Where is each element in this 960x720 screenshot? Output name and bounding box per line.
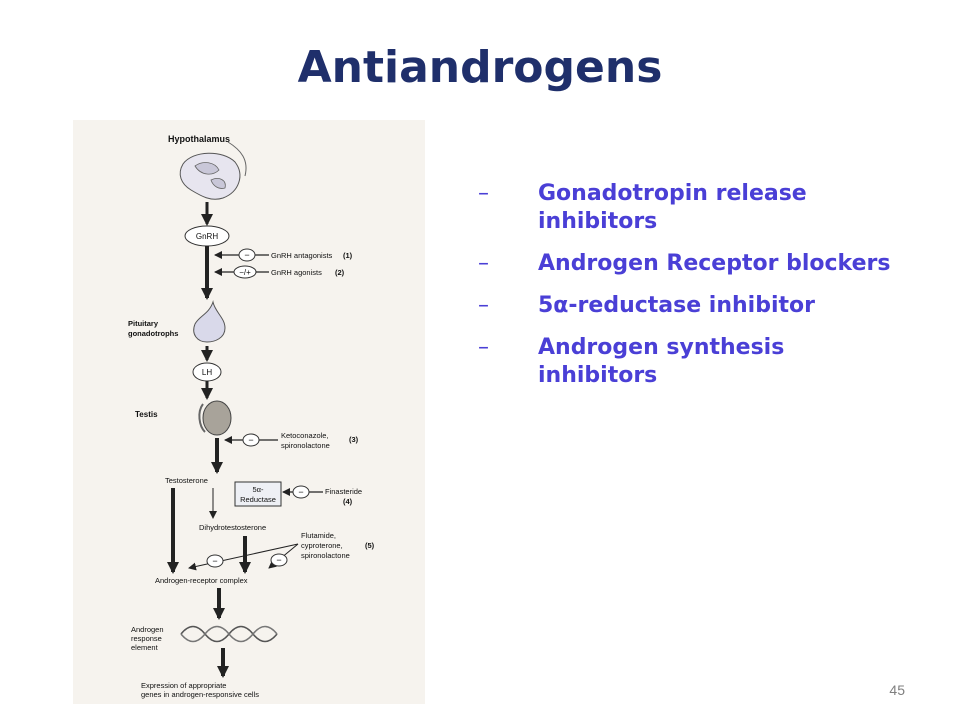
- label-testosterone: Testosterone: [165, 476, 208, 485]
- bullet-item: – 5α-reductase inhibitor: [478, 292, 898, 320]
- label-reductase-1: 5α-: [252, 485, 264, 494]
- pathway-diagram: Hypothalamus GnRH − GnRH antagonists (1)…: [128, 134, 375, 699]
- label-gnrh: GnRH: [196, 232, 218, 241]
- label-hypothalamus: Hypothalamus: [168, 134, 230, 144]
- label-gnrh-agonists-num: (2): [335, 268, 345, 277]
- bullet-text: Androgen synthesis inhibitors: [538, 335, 785, 388]
- minus-symbol: −: [298, 487, 303, 497]
- bullet-dash: –: [478, 251, 489, 276]
- dna-helix: [180, 625, 278, 643]
- minus-plus-symbol: −/+: [239, 268, 251, 277]
- pituitary-drawing: [193, 300, 226, 343]
- label-gnrh-agonists: GnRH agonists: [271, 268, 322, 277]
- slide-title: Antiandrogens: [297, 42, 663, 93]
- testis-drawing: [198, 400, 232, 436]
- label-keto-2: spironolactone: [281, 441, 330, 450]
- label-reductase-2: Reductase: [240, 495, 276, 504]
- bullet-item: – Androgen Receptor blockers: [478, 250, 898, 278]
- label-keto-num: (3): [349, 435, 359, 444]
- bullet-dash: –: [478, 181, 489, 206]
- label-expr-1: Expression of appropriate: [141, 681, 226, 690]
- minus-symbol: −: [276, 555, 281, 565]
- label-are-1: Androgen: [131, 625, 164, 634]
- bullet-item: – Gonadotropin release inhibitors: [478, 180, 898, 236]
- label-finasteride: Finasteride: [325, 487, 362, 496]
- bullet-dash: –: [478, 335, 489, 360]
- hypothalamus-drawing: [179, 141, 247, 200]
- bullet-text: 5α-reductase inhibitor: [538, 293, 815, 318]
- label-are-3: element: [131, 643, 159, 652]
- slide-number: 45: [889, 682, 905, 698]
- label-pituitary-2: gonadotrophs: [128, 329, 178, 338]
- bullet-item: – Androgen synthesis inhibitors: [478, 334, 898, 390]
- label-testis: Testis: [135, 410, 158, 419]
- label-flut-1: Flutamide,: [301, 531, 336, 540]
- label-lh: LH: [202, 368, 212, 377]
- label-flut-2: cyproterone,: [301, 541, 343, 550]
- minus-symbol: −: [248, 435, 253, 445]
- label-flut-3: spironolactone: [301, 551, 350, 560]
- minus-symbol: −: [212, 556, 217, 566]
- bullet-text: Androgen Receptor blockers: [538, 251, 891, 276]
- antiandrogen-pathway-figure: Hypothalamus GnRH − GnRH antagonists (1)…: [73, 120, 425, 704]
- label-pituitary-1: Pituitary: [128, 319, 159, 328]
- label-expr-2: genes in androgen-responsive cells: [141, 690, 259, 699]
- label-gnrh-antagonists-num: (1): [343, 251, 353, 260]
- label-are-2: response: [131, 634, 162, 643]
- label-flut-num: (5): [365, 541, 375, 550]
- minus-symbol: −: [244, 250, 249, 260]
- label-gnrh-antagonists: GnRH antagonists: [271, 251, 333, 260]
- label-keto-1: Ketoconazole,: [281, 431, 329, 440]
- label-dht: Dihydrotestosterone: [199, 523, 266, 532]
- bullet-list: – Gonadotropin release inhibitors – Andro…: [478, 180, 898, 404]
- label-arc: Androgen-receptor complex: [155, 576, 248, 585]
- label-finasteride-num: (4): [343, 497, 353, 506]
- reductase-box: [234, 481, 282, 507]
- bullet-dash: –: [478, 293, 489, 318]
- bullet-text: Gonadotropin release inhibitors: [538, 181, 807, 234]
